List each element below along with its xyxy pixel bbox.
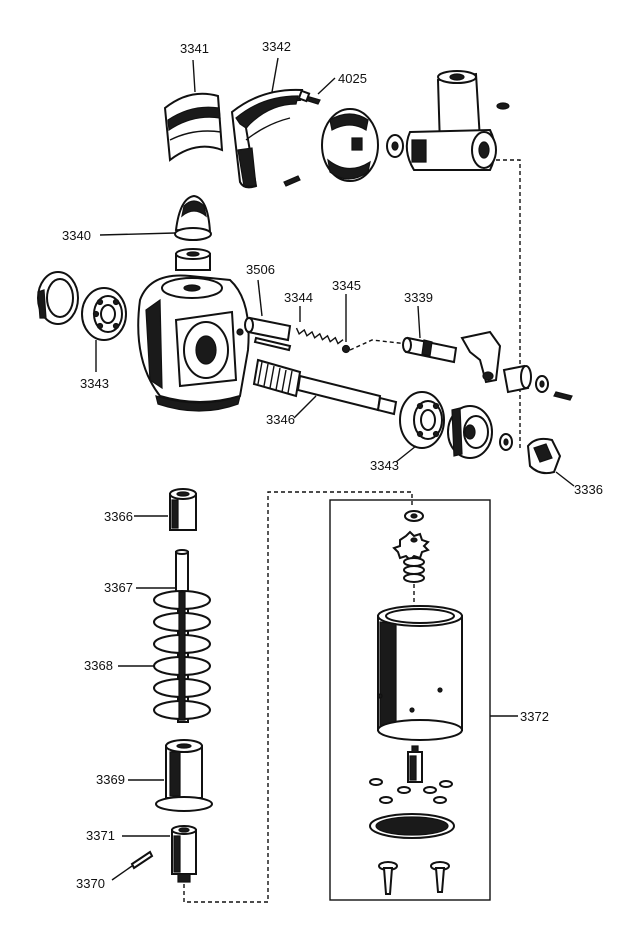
label-3344: 3344 [284, 290, 313, 305]
dashed-guide-lower [183, 491, 413, 903]
main-body-block [137, 274, 250, 412]
part-3340-nose-cone [174, 194, 212, 241]
leader-4025 [317, 77, 336, 95]
washer-small [386, 134, 404, 158]
leader-3340 [99, 232, 176, 236]
part-3339-plunger [402, 336, 458, 364]
box-screw-right [430, 861, 450, 893]
part-3346-shaft [252, 358, 398, 416]
label-3506: 3506 [246, 262, 275, 277]
label-3342: 3342 [262, 39, 291, 54]
box-perforated-disk [369, 813, 455, 839]
box-large-cylinder [377, 605, 463, 741]
washer-right [535, 375, 549, 393]
bushing-small [175, 248, 211, 271]
leader-3342 [271, 57, 279, 93]
part-3369-cylinder [155, 739, 213, 812]
label-3340: 3340 [62, 228, 91, 243]
part-3366-bushing [169, 488, 197, 531]
label-3372: 3372 [520, 709, 549, 724]
part-4025-screw [297, 89, 321, 105]
small-pin-top [496, 102, 510, 110]
leader-3339 [417, 305, 421, 339]
t-housing [405, 70, 497, 171]
label-3343-left: 3343 [80, 376, 109, 391]
leader-3341 [192, 59, 196, 93]
box-small-spring [403, 557, 425, 583]
part-3343-bearing-left [81, 287, 127, 341]
part-3336-cap-nut [526, 437, 562, 475]
assembly-3372-box [329, 499, 491, 901]
box-ring-pieces [369, 778, 453, 804]
label-3367: 3367 [104, 580, 133, 595]
label-3336: 3336 [574, 482, 603, 497]
cam-ring [321, 108, 379, 182]
label-3370: 3370 [76, 876, 105, 891]
leader-3506 [257, 279, 263, 317]
box-valve [407, 745, 423, 783]
leader-3343-right [395, 445, 417, 463]
part-3343-bearing-right [399, 391, 445, 449]
part-3342-segment [230, 88, 304, 189]
part-3344-spring [295, 327, 344, 345]
ring-disk [447, 405, 493, 459]
box-washer-top [404, 510, 424, 522]
label-3368: 3368 [84, 658, 113, 673]
box-star-washer [392, 530, 430, 562]
part-3345-ball [341, 344, 351, 354]
part-3371-nozzle [171, 825, 197, 883]
label-3369: 3369 [96, 772, 125, 787]
leader-3346 [293, 395, 317, 419]
label-4025: 4025 [338, 71, 367, 86]
box-screw-left [378, 861, 398, 895]
sleeve-right [502, 364, 532, 394]
label-3341: 3341 [180, 41, 209, 56]
leader-3336 [555, 471, 575, 487]
part-3368-coil-spring [153, 590, 211, 721]
washer-lower-right [499, 433, 513, 451]
seal-ring [37, 271, 79, 325]
label-3339: 3339 [404, 290, 433, 305]
part-3506-pin [244, 316, 292, 352]
dashed-guide-middle [349, 339, 409, 351]
label-3346: 3346 [266, 412, 295, 427]
part-3341-segment [163, 92, 224, 162]
part-3370-pin [130, 850, 154, 870]
label-3371: 3371 [86, 828, 115, 843]
dashed-guide-right [496, 159, 521, 450]
small-screw-lower [283, 175, 301, 187]
label-3345: 3345 [332, 278, 361, 293]
lever-arm [460, 330, 502, 384]
leader-3370 [111, 865, 133, 881]
label-3366: 3366 [104, 509, 133, 524]
screw-far-right [553, 391, 573, 401]
label-3343-right: 3343 [370, 458, 399, 473]
